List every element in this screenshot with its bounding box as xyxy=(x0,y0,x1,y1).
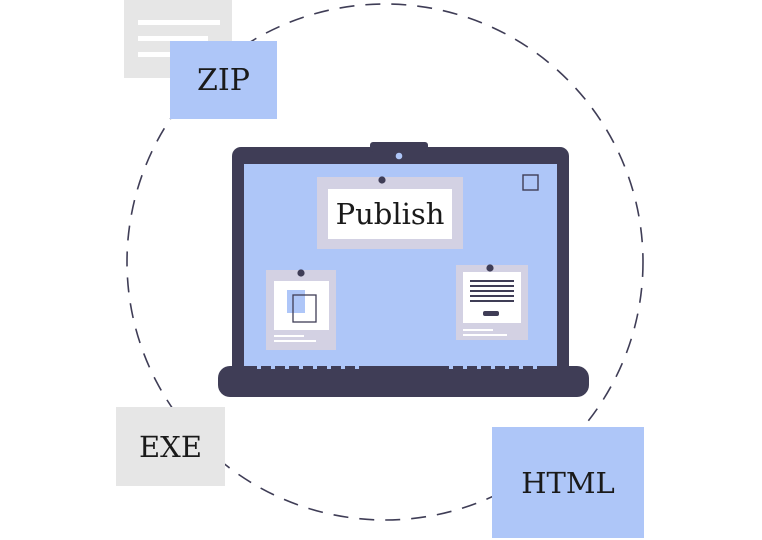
html-tile: HTML xyxy=(492,427,644,538)
keyboard-ticks xyxy=(257,366,537,369)
webcam-dot xyxy=(395,152,403,160)
image-card-icon xyxy=(266,269,336,350)
webcam-housing xyxy=(370,142,428,152)
window-square-icon xyxy=(522,174,539,191)
publish-label: Publish xyxy=(336,197,445,231)
text-card-icon xyxy=(456,264,528,340)
publish-card xyxy=(317,176,463,249)
dashed-orbit-circle xyxy=(126,3,644,521)
zip-tile: ZIP xyxy=(170,41,277,119)
laptop-base xyxy=(218,366,589,397)
publish-pin xyxy=(378,176,386,184)
publish-card-inner xyxy=(328,189,452,239)
exe-tile: EXE xyxy=(116,407,225,486)
